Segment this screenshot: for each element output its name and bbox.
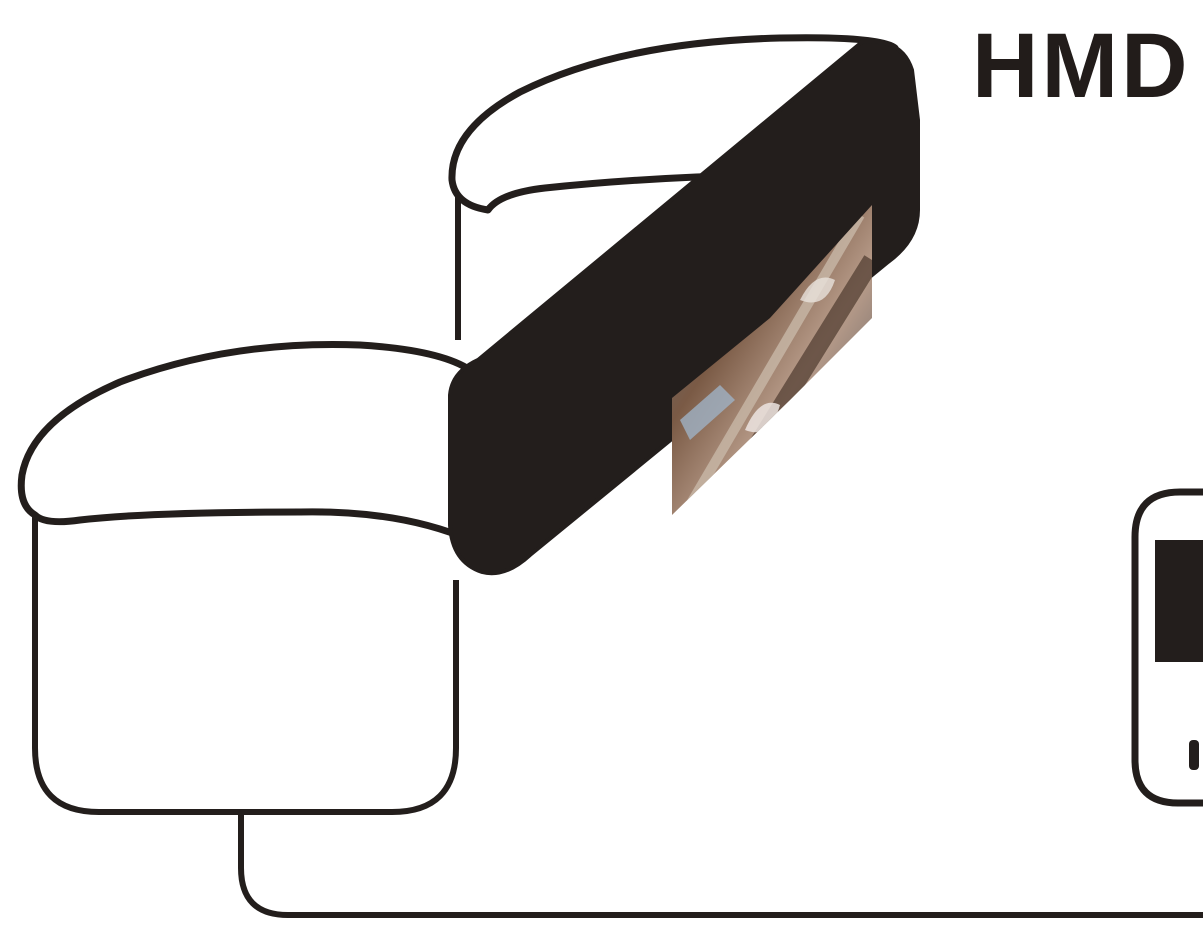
display-device-screen [1155,540,1203,662]
left-side-box [35,500,456,812]
display-device-button [1189,740,1199,770]
hmd-label: HMD [972,20,1191,112]
front-head-strap [21,344,470,540]
